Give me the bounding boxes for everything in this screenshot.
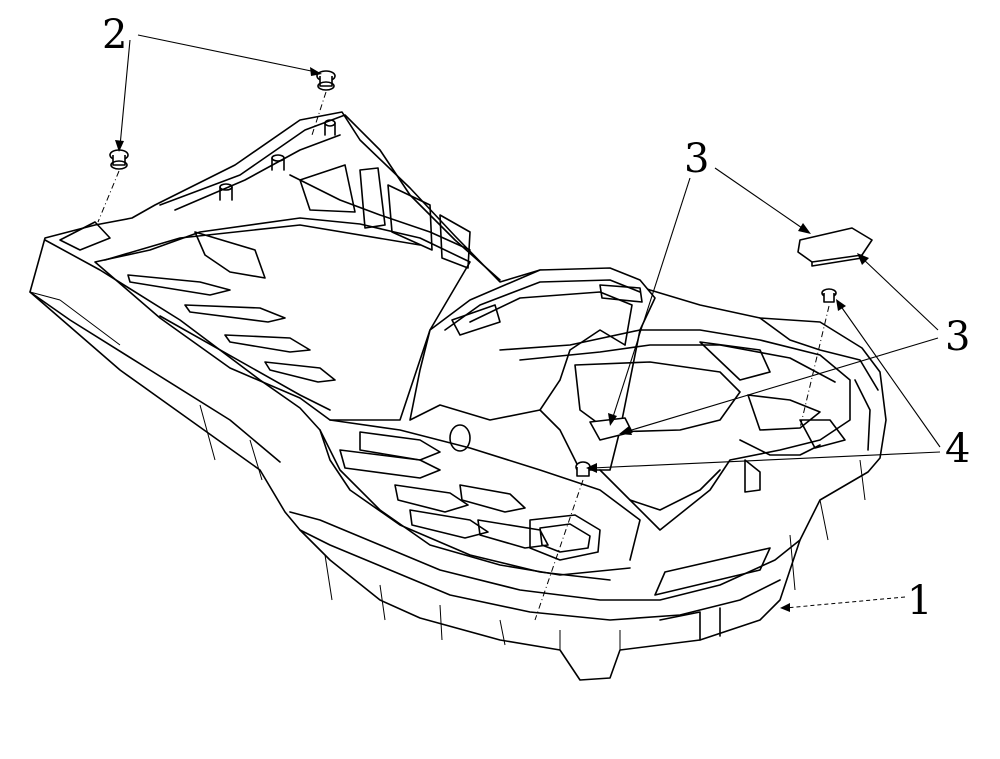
bolt-part-4-center	[534, 461, 591, 621]
callout-3-top: 3	[684, 136, 709, 182]
floor-left	[94, 217, 471, 421]
rear-well	[499, 329, 851, 531]
fender-body-part-1	[29, 111, 887, 681]
callout-1: 1	[907, 578, 932, 624]
bolt-part-2-left	[97, 149, 129, 223]
leader-lines	[115, 34, 941, 612]
bolt-part-2-top	[311, 70, 336, 136]
bolt-part-4-right	[799, 288, 837, 429]
callout-2: 2	[102, 12, 127, 58]
callout-4: 4	[945, 426, 970, 472]
callout-3-right: 3	[945, 314, 970, 360]
